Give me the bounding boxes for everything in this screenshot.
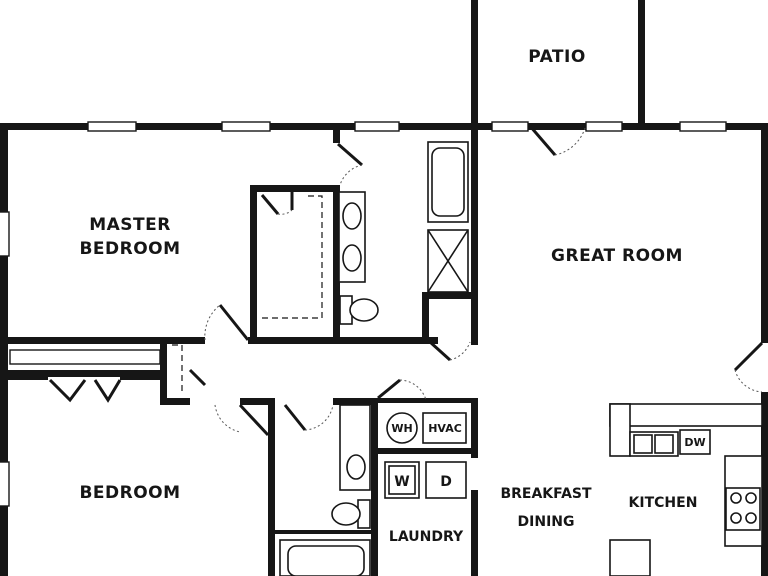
dryer-label: D [440, 474, 452, 490]
room-label-kitchen: KITCHEN [629, 495, 698, 511]
room-label-great-room: GREAT ROOM [551, 246, 683, 266]
doors [48, 125, 764, 437]
room-label-breakfast-line1: BREAKFAST [500, 486, 592, 502]
water-heater-label: WH [391, 422, 412, 435]
fixtures [172, 141, 761, 576]
hvac-label: HVAC [428, 422, 462, 435]
room-label-breakfast-line2: DINING [518, 514, 575, 530]
room-label-master-line1: MASTER [89, 215, 171, 235]
dishwasher-label: DW [684, 436, 705, 449]
room-label-bedroom: BEDROOM [79, 483, 180, 503]
room-label-master-line2: BEDROOM [79, 239, 180, 259]
room-label-patio: PATIO [528, 47, 586, 67]
washer-label: W [394, 474, 409, 490]
room-label-laundry: LAUNDRY [389, 529, 464, 545]
windows [0, 121, 727, 507]
